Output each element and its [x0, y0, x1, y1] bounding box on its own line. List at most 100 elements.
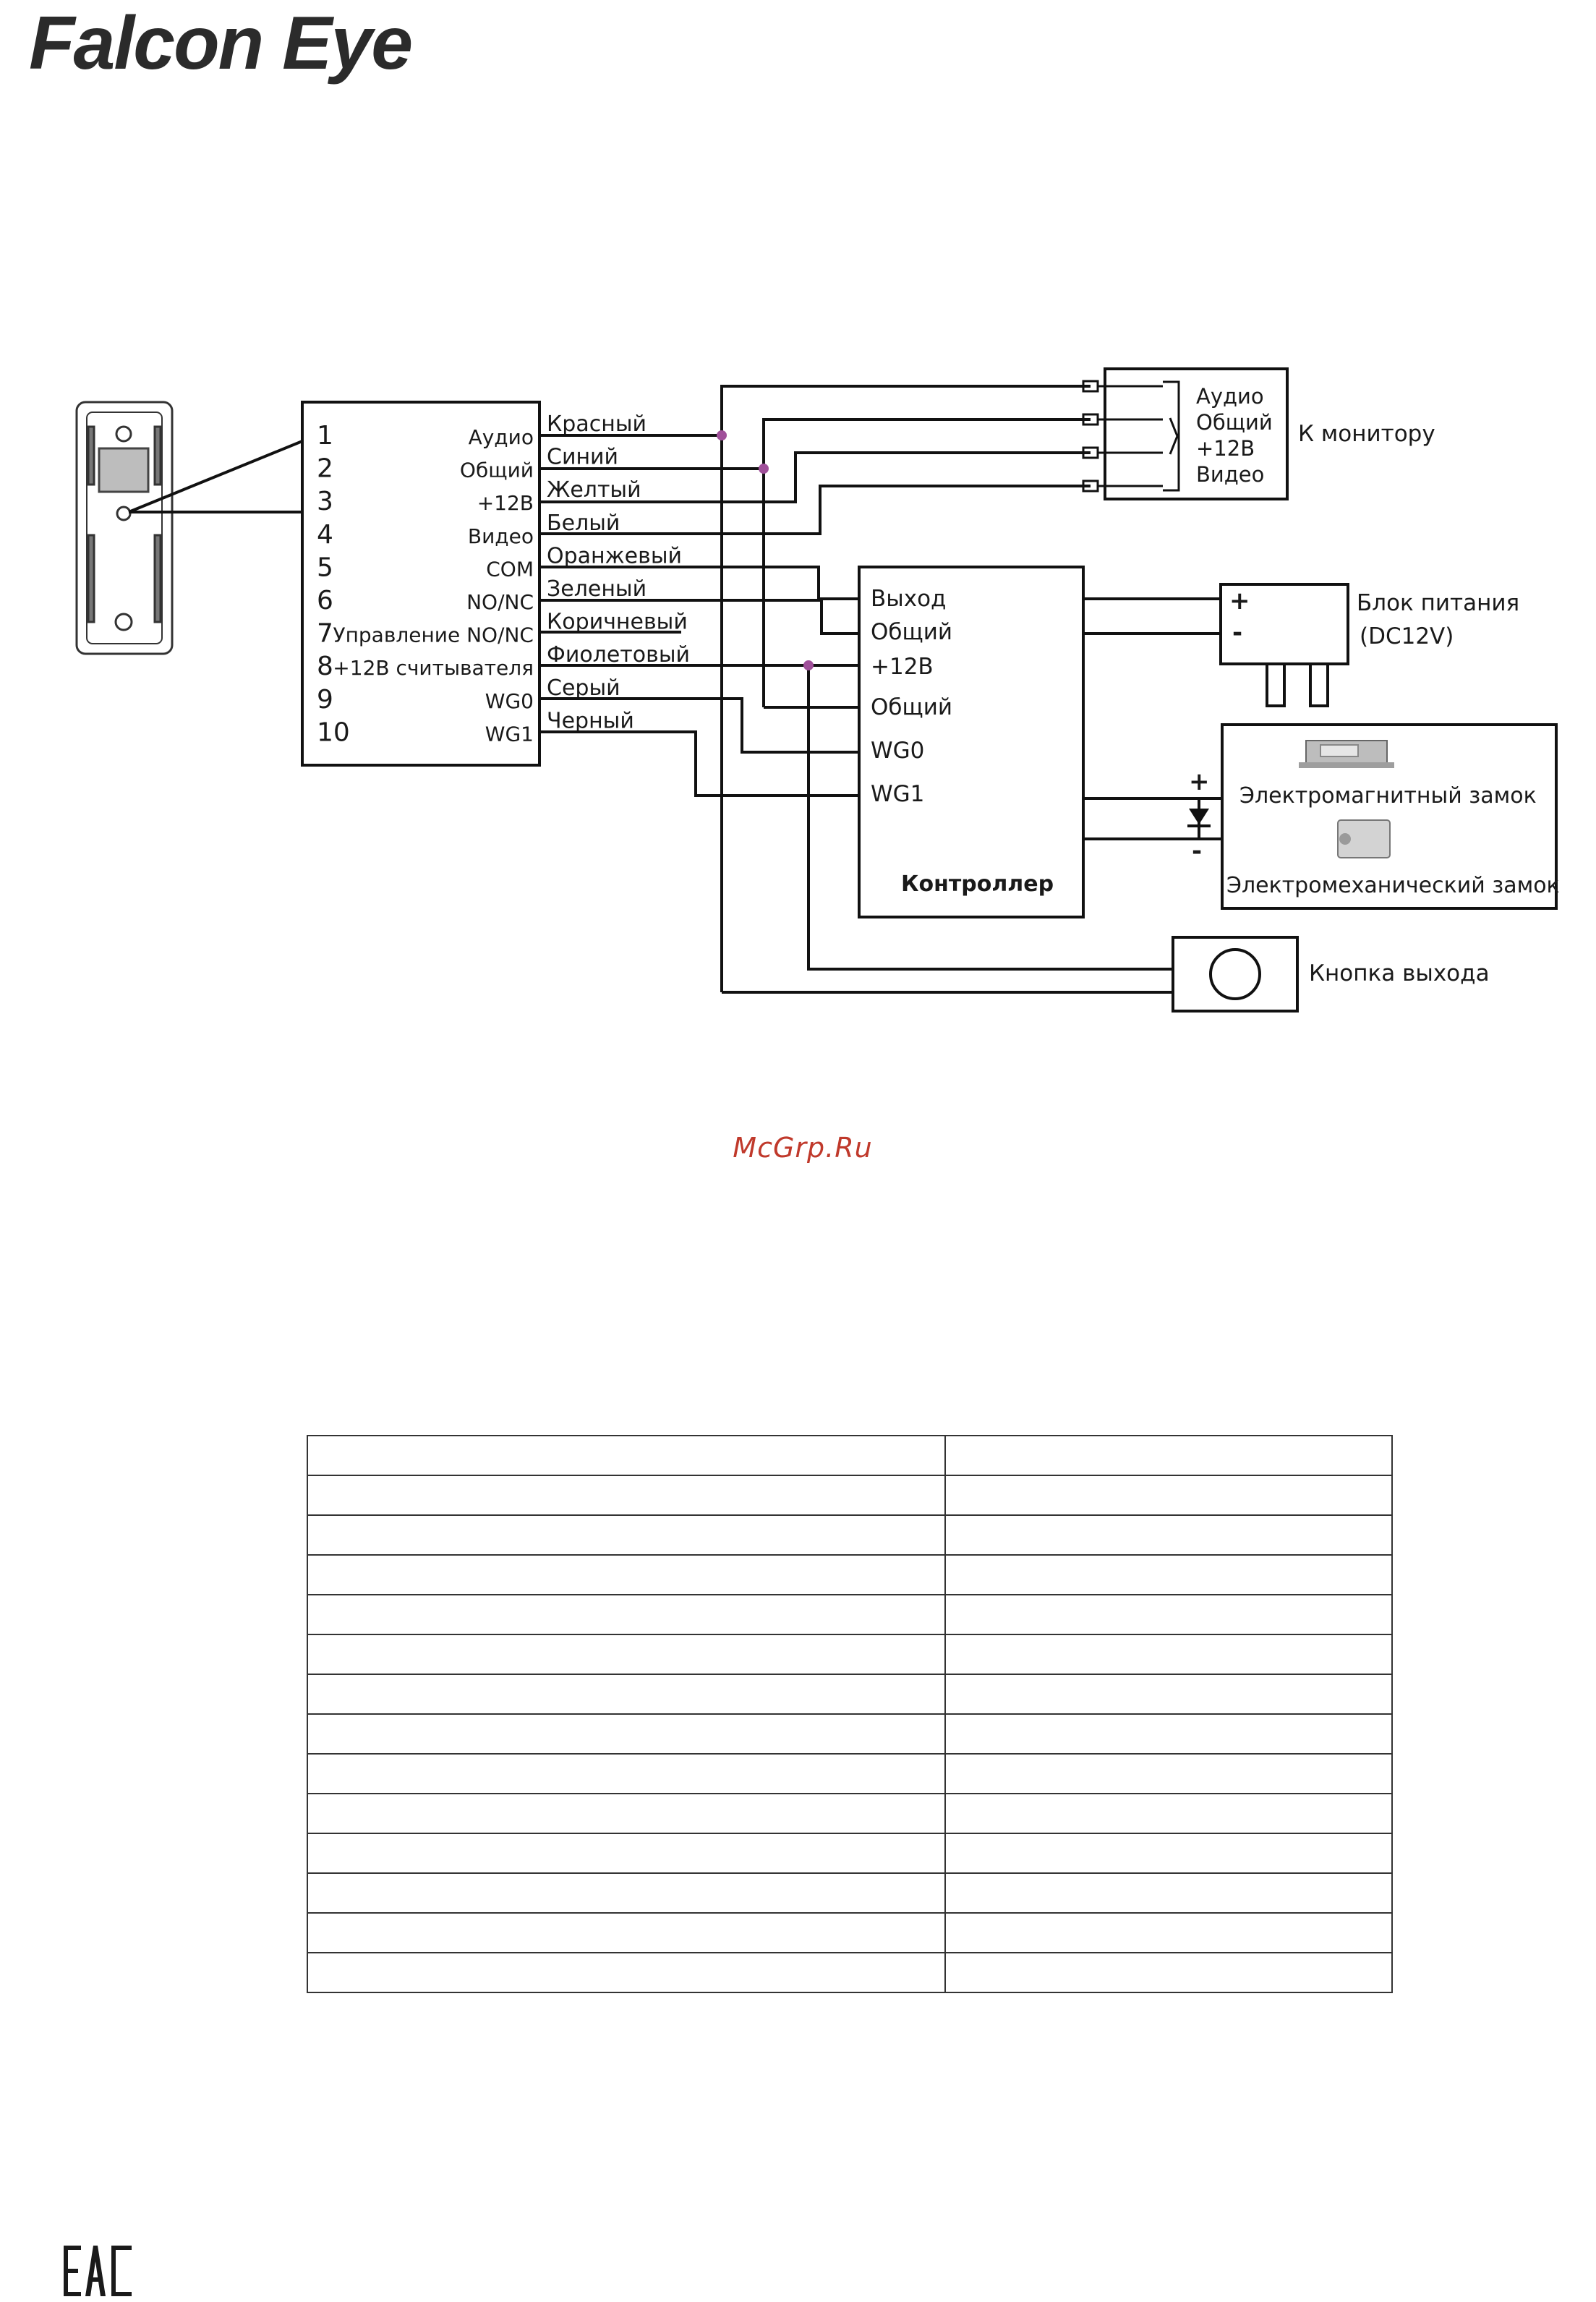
table-cell	[307, 1833, 946, 1874]
wire-color-label: Серый	[547, 675, 620, 701]
wire-color-label: Синий	[547, 445, 618, 470]
table-row	[307, 1475, 1393, 1516]
pin-number: 10	[317, 717, 350, 747]
pin-number: 7	[317, 619, 333, 649]
wire-color-label: Желтый	[547, 477, 641, 503]
wire-color-label: Фиолетовый	[547, 642, 690, 668]
table-cell	[944, 1753, 1393, 1794]
logo-text-falcon: Falcon	[29, 1, 264, 85]
junction-dots	[717, 430, 814, 670]
table-row	[307, 1674, 1393, 1715]
power-minus: -	[1232, 618, 1242, 647]
table-cell	[307, 1952, 946, 1993]
wire-color-label: Зеленый	[547, 576, 646, 602]
pin-label: +12В считывателя	[333, 656, 534, 680]
pin-number: 9	[317, 685, 333, 715]
mechanical-lock-icon	[1337, 819, 1391, 858]
table-cell	[944, 1912, 1393, 1953]
power-label: Блок питания	[1357, 590, 1519, 616]
pin-number: 4	[317, 520, 333, 550]
table-cell	[944, 1674, 1393, 1715]
pin-label: Общий	[460, 459, 534, 482]
monitor-terminal-label: Общий	[1196, 410, 1273, 435]
wire-color-label: Красный	[547, 412, 646, 437]
table-cell	[944, 1594, 1393, 1635]
controller-terminal: Общий	[871, 619, 952, 645]
table-cell	[944, 1475, 1393, 1516]
table-row	[307, 1833, 1393, 1874]
pin-number: 3	[317, 487, 333, 516]
watermark: McGrp.Ru	[733, 1132, 873, 1164]
table-cell	[307, 1435, 946, 1476]
lock-plus: +	[1189, 767, 1210, 796]
table-row	[307, 1634, 1393, 1675]
power-supply: + - Блок питания (DC12V)	[1219, 583, 1519, 707]
pin-number: 5	[317, 553, 333, 582]
table-cell	[307, 1753, 946, 1794]
table-row	[307, 1872, 1393, 1914]
table-row	[307, 1594, 1393, 1635]
monitor-terminal-label: +12В	[1196, 436, 1255, 461]
pin-number: 2	[317, 454, 333, 484]
controller-terminal: +12В	[871, 654, 934, 680]
table-row	[307, 1713, 1393, 1755]
wire-color-label: Белый	[547, 511, 620, 536]
magnetic-lock-icon	[1299, 740, 1394, 768]
pin-label: WG1	[485, 722, 534, 746]
controller-terminal: WG0	[871, 738, 924, 764]
spec-table	[307, 1435, 1393, 1993]
pin-label: Управление NO/NC	[333, 623, 534, 647]
table-cell	[944, 1435, 1393, 1476]
diode-icon	[1187, 809, 1211, 827]
pin-label: NO/NC	[466, 590, 534, 614]
table-row	[307, 1435, 1393, 1476]
table-cell	[307, 1514, 946, 1556]
logo-text-eye: Eye	[282, 1, 413, 85]
monitor-connector: Аудио Общий +12В Видео К монитору	[1082, 367, 1435, 500]
monitor-label: К монитору	[1298, 421, 1435, 447]
controller: Выход Общий +12В Общий WG0 WG1 Контролле…	[858, 566, 1085, 918]
mechanical-lock-label: Электромеханический замок	[1226, 873, 1560, 898]
table-cell	[944, 1833, 1393, 1874]
table-cell	[307, 1554, 946, 1595]
pin-label: +12В	[477, 491, 534, 515]
table-cell	[944, 1713, 1393, 1755]
pin-label: COM	[486, 557, 534, 581]
power-voltage: (DC12V)	[1360, 623, 1454, 649]
connector-block	[301, 401, 541, 767]
table-cell	[307, 1634, 946, 1675]
wires	[539, 385, 1222, 994]
table-cell	[307, 1475, 946, 1516]
eac-mark	[64, 2246, 132, 2296]
table-row	[307, 1554, 1393, 1595]
table-cell	[307, 1912, 946, 1953]
table-row	[307, 1952, 1393, 1993]
wire-color-label: Черный	[547, 708, 634, 733]
power-plus: +	[1229, 587, 1250, 615]
table-cell	[944, 1514, 1393, 1556]
controller-title: Контроллер	[901, 871, 1054, 897]
table-row	[307, 1793, 1393, 1834]
controller-terminal: WG1	[871, 781, 924, 807]
exit-button: Кнопка выхода	[1172, 936, 1490, 1013]
table-cell	[944, 1554, 1393, 1595]
exit-button-label: Кнопка выхода	[1309, 960, 1490, 986]
door-panel-illustration	[75, 401, 174, 655]
table-cell	[307, 1713, 946, 1755]
pin-number: 8	[317, 652, 333, 681]
table-cell	[944, 1634, 1393, 1675]
lock-minus: -	[1192, 837, 1202, 866]
wire-color-label: Коричневый	[547, 610, 688, 635]
table-cell	[944, 1793, 1393, 1834]
controller-terminal: Выход	[871, 586, 947, 612]
monitor-terminal-label: Аудио	[1196, 384, 1264, 409]
table-cell	[944, 1952, 1393, 1993]
pin-number: 6	[317, 586, 333, 615]
table-row	[307, 1514, 1393, 1556]
table-cell	[307, 1674, 946, 1715]
pin-label: Аудио	[469, 425, 534, 449]
table-cell	[307, 1872, 946, 1914]
pin-number: 1	[317, 421, 333, 451]
